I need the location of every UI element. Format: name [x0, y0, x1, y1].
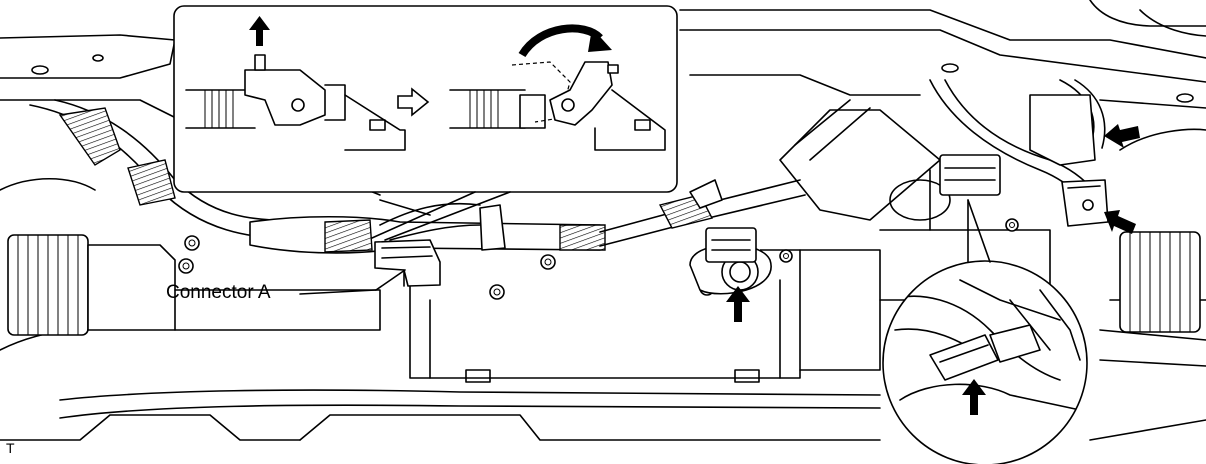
vehicle-frame-background: [0, 0, 1206, 441]
right-hollow-arrow-icon: [397, 87, 430, 117]
left-arrow-icon: [1104, 124, 1140, 148]
connector-a-shape: [299, 239, 441, 295]
up-arrow-icon: [249, 16, 270, 46]
inset-connector-locked: [185, 54, 406, 151]
corner-mark: T: [6, 440, 15, 456]
inset-connector-released: [449, 61, 666, 151]
sensor-connector-shape: [705, 227, 757, 263]
procedure-inset: [173, 5, 678, 193]
left-rack-boot: [7, 234, 381, 336]
connector-a-label: Connector A: [166, 282, 271, 303]
left-arrow-icon: [1104, 210, 1136, 234]
up-arrow-icon: [726, 286, 750, 322]
upper-right-connectors: [939, 94, 1109, 227]
inset-callout-lines: [371, 191, 511, 241]
curved-arrow-icon: [518, 24, 612, 58]
magnified-detail: [882, 199, 1088, 464]
up-arrow-icon: [962, 379, 986, 415]
right-rack-boot: [1119, 231, 1201, 333]
